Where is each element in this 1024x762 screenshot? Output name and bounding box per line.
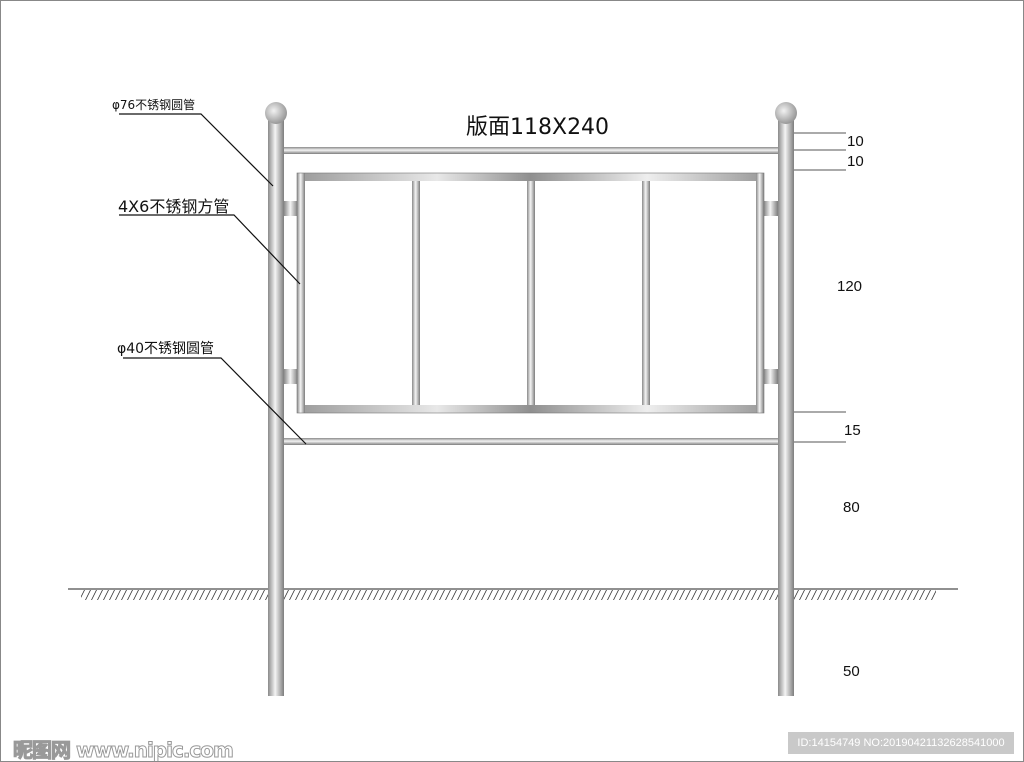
panel-title: 版面118X240 (466, 115, 610, 140)
left-post (265, 102, 287, 696)
label-rail-tube: φ40不锈钢圆管 (117, 341, 215, 357)
dim-80: 80 (843, 499, 860, 516)
dim-15: 15 (844, 422, 861, 439)
dim-10-top: 10 (847, 133, 864, 150)
dimension-lines (794, 132, 846, 443)
brackets (284, 201, 778, 384)
image-id-badge: ID:14154749 NO:20190421132628541000 (788, 732, 1014, 754)
top-rail (284, 147, 778, 154)
dim-10-second: 10 (847, 153, 864, 170)
label-frame-tube: 4X6不锈钢方管 (118, 197, 230, 216)
right-post (775, 102, 797, 696)
label-post-tube: φ76不锈钢圆管 (112, 98, 196, 112)
watermark: 昵图网 www.nipic.com (13, 738, 235, 762)
dim-50: 50 (843, 663, 860, 680)
dim-120: 120 (837, 278, 863, 295)
ground-line (68, 588, 958, 600)
leader-lines (119, 113, 307, 445)
square-tube-frame (296, 172, 765, 414)
bottom-rail (284, 438, 778, 445)
